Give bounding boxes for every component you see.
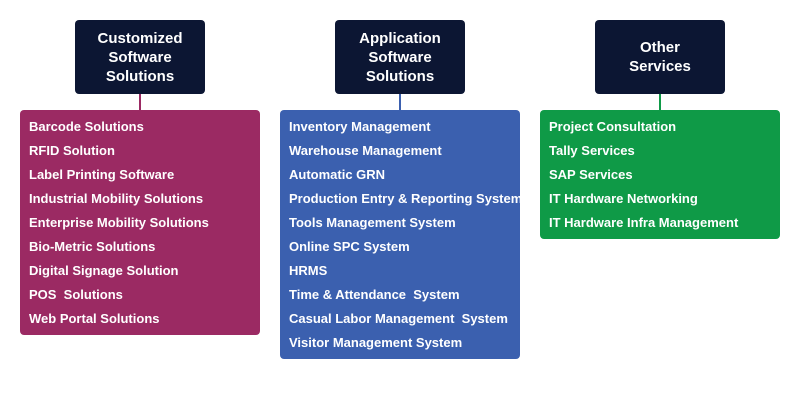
list-item: Bio-Metric Solutions bbox=[29, 239, 156, 254]
panel-other-services: Project Consultation Tally Services SAP … bbox=[540, 110, 780, 239]
list-item: Production Entry & Reporting System bbox=[289, 191, 523, 206]
list-item: HRMS bbox=[289, 263, 328, 278]
list-item: Online SPC System bbox=[289, 239, 410, 254]
list-item: Automatic GRN bbox=[289, 167, 386, 182]
list-item: Label Printing Software bbox=[29, 167, 175, 182]
list-item: Visitor Management System bbox=[289, 335, 463, 350]
list-item: Barcode Solutions bbox=[29, 119, 144, 134]
list-item: Casual Labor Management System bbox=[289, 311, 508, 326]
list-item: IT Hardware Networking bbox=[549, 191, 698, 206]
list-item: SAP Services bbox=[549, 167, 633, 182]
header-customized-software: Customized Software Solutions bbox=[75, 20, 205, 94]
list-item: POS Solutions bbox=[29, 287, 123, 302]
item-list: Inventory Management Warehouse Managemen… bbox=[289, 116, 523, 356]
header-application-software: Application Software Solutions bbox=[335, 20, 465, 94]
list-item: IT Hardware Infra Management bbox=[549, 215, 739, 230]
list-item: Time & Attendance System bbox=[289, 287, 460, 302]
panel-customized-software: Barcode Solutions RFID Solution Label Pr… bbox=[20, 110, 260, 335]
list-item: Industrial Mobility Solutions bbox=[29, 191, 204, 206]
connector-line bbox=[139, 94, 141, 110]
list-item: Inventory Management bbox=[289, 119, 431, 134]
list-item: Tools Management System bbox=[289, 215, 456, 230]
connector-line bbox=[399, 94, 401, 110]
list-item: Tally Services bbox=[549, 143, 635, 158]
list-item: Enterprise Mobility Solutions bbox=[29, 215, 209, 230]
connector-line bbox=[659, 94, 661, 110]
panel-application-software: Inventory Management Warehouse Managemen… bbox=[280, 110, 523, 359]
list-item: Digital Signage Solution bbox=[29, 263, 179, 278]
list-item: Web Portal Solutions bbox=[29, 311, 160, 326]
item-list: Project Consultation Tally Services SAP … bbox=[549, 116, 780, 236]
list-item: RFID Solution bbox=[29, 143, 115, 158]
list-item: Project Consultation bbox=[549, 119, 677, 134]
item-list: Barcode Solutions RFID Solution Label Pr… bbox=[29, 116, 260, 332]
header-other-services: Other Services bbox=[595, 20, 725, 94]
list-item: Warehouse Management bbox=[289, 143, 442, 158]
